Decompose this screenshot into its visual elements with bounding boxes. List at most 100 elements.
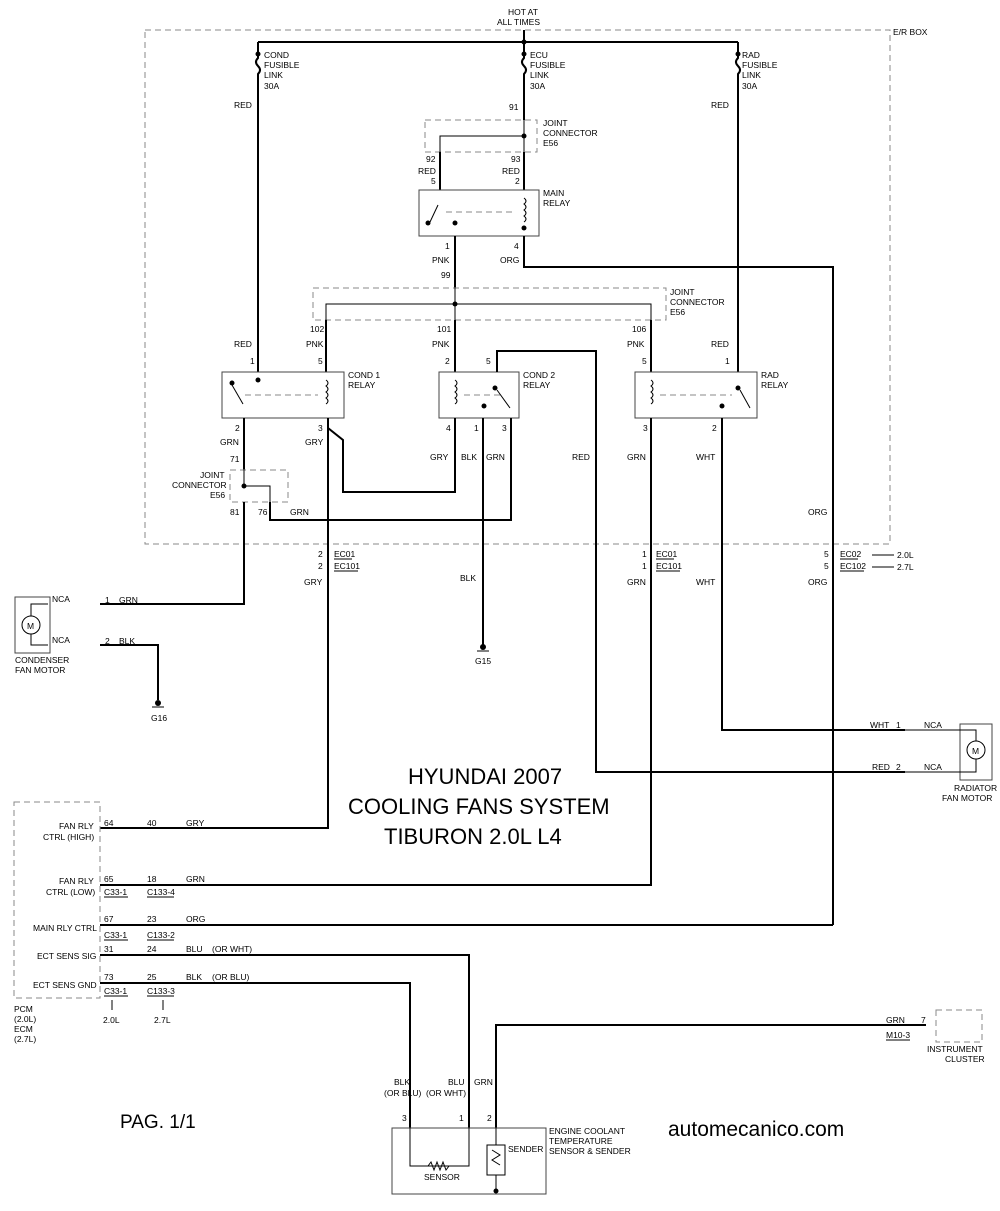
- wire-label: WHT: [696, 577, 715, 587]
- wire-label: 2: [712, 423, 717, 433]
- rad-relay-label: RAD RELAY: [761, 370, 789, 390]
- wire-label: 3: [643, 423, 648, 433]
- wire-grn-pcm-low: [100, 418, 652, 886]
- svg-text:PCM: PCM: [14, 1004, 33, 1014]
- svg-text:C133-3: C133-3: [147, 986, 175, 996]
- pcm-pin-low: FAN RLY CTRL (LOW) 65 18 GRN C33-1 C133-…: [46, 874, 205, 898]
- wire-label: ORG: [500, 255, 519, 265]
- svg-text:FUSIBLE: FUSIBLE: [530, 60, 566, 70]
- svg-text:40: 40: [147, 818, 157, 828]
- wire-gry-pcm: [100, 428, 329, 829]
- main-relay-contact-1: [425, 220, 431, 226]
- main-relay-box: [418, 189, 540, 237]
- ground-g15: [480, 644, 486, 650]
- svg-text:CTRL (HIGH): CTRL (HIGH): [43, 832, 94, 842]
- instrument-cluster-box: [935, 1009, 983, 1043]
- svg-text:CONNECTOR: CONNECTOR: [543, 128, 598, 138]
- joint-low-label: JOINT CONNECTOR E56: [172, 470, 227, 500]
- condenser-motor-label: CONDENSER FAN MOTOR: [15, 655, 69, 675]
- wire-label: 7: [921, 1015, 926, 1025]
- wire-org-main: [523, 236, 834, 740]
- instrument-cluster-label: INSTRUMENT CLUSTER: [927, 1044, 985, 1064]
- svg-text:COOLING FANS SYSTEM: COOLING FANS SYSTEM: [348, 794, 610, 819]
- svg-text:ECT SENS GND: ECT SENS GND: [33, 980, 97, 990]
- svg-text:LINK: LINK: [742, 70, 761, 80]
- wire-label: 4: [446, 423, 451, 433]
- cond2-contact-b: [481, 403, 487, 409]
- wire-label: 5: [486, 356, 491, 366]
- svg-text:30A: 30A: [742, 81, 757, 91]
- wire-label: 76: [258, 507, 268, 517]
- svg-text:ECM: ECM: [14, 1024, 33, 1034]
- conn-ec02: EC02 EC102 2.0L 2.7L: [840, 549, 914, 572]
- svg-text:30A: 30A: [530, 81, 545, 91]
- cond2-contact-a: [492, 385, 498, 391]
- wire-gry-cond: [327, 418, 456, 493]
- svg-text:25: 25: [147, 972, 157, 982]
- wire-label: GRY: [304, 577, 323, 587]
- wire-label: GRN: [627, 452, 646, 462]
- wire-label: WHT: [870, 720, 889, 730]
- wire-label: (OR WHT): [426, 1088, 466, 1098]
- ground-g16-label: G16: [151, 713, 167, 723]
- wire-label: 1: [896, 720, 901, 730]
- svg-text:RELAY: RELAY: [543, 198, 571, 208]
- power-label-2: ALL TIMES: [497, 17, 540, 27]
- joint-mid-bus: [325, 303, 652, 320]
- wire-label: GRN: [627, 577, 646, 587]
- svg-text:JOINT: JOINT: [200, 470, 225, 480]
- cond1-relay-label: COND 1 RELAY: [348, 370, 380, 390]
- wire-label: 1: [250, 356, 255, 366]
- wire-label: 71: [230, 454, 240, 464]
- svg-text:M10-3: M10-3: [886, 1030, 910, 1040]
- svg-text:EC01: EC01: [656, 549, 678, 559]
- wire-label: PNK: [432, 255, 450, 265]
- ect-sender-label: SENDER: [508, 1144, 543, 1154]
- er-box-outline: [144, 29, 891, 545]
- condenser-motor-lead-1: [30, 603, 48, 616]
- wire-label: 2: [515, 176, 520, 186]
- wire-label: 81: [230, 507, 240, 517]
- wire-label: RED: [234, 100, 252, 110]
- wire-label: 1: [474, 423, 479, 433]
- wire-label: GRN: [886, 1015, 905, 1025]
- wire-label: 3: [318, 423, 323, 433]
- cond2-relay-label: COND 2 RELAY: [523, 370, 555, 390]
- wire-label: RED: [418, 166, 436, 176]
- svg-text:FAN MOTOR: FAN MOTOR: [942, 793, 992, 803]
- wire-grn-cluster: [495, 1024, 926, 1128]
- fuse-cond-label: COND FUSIBLE LINK 30A: [264, 50, 300, 91]
- wire-label: BLK: [119, 636, 135, 646]
- wire-label: 99: [441, 270, 451, 280]
- svg-text:FUSIBLE: FUSIBLE: [264, 60, 300, 70]
- pcm-pin-ect-gnd: ECT SENS GND 73 25 BLK (OR BLU) C33-1 C1…: [33, 972, 249, 1025]
- svg-text:CONNECTOR: CONNECTOR: [670, 297, 725, 307]
- wire-label: 2: [235, 423, 240, 433]
- wire-label: 101: [437, 324, 451, 334]
- wire-blk-g16: [100, 644, 159, 700]
- svg-text:FAN MOTOR: FAN MOTOR: [15, 665, 65, 675]
- ect-sensor-element: [409, 1128, 470, 1167]
- wire-label: ORG: [808, 577, 827, 587]
- wire-label: 5: [824, 561, 829, 571]
- svg-text:31: 31: [104, 944, 114, 954]
- svg-text:RAD: RAD: [761, 370, 779, 380]
- svg-text:HYUNDAI 2007: HYUNDAI 2007: [408, 764, 562, 789]
- ect-label: ENGINE COOLANT TEMPERATURE SENSOR & SEND…: [549, 1126, 631, 1156]
- wire-label: GRY: [430, 452, 449, 462]
- svg-text:C33-1: C33-1: [104, 930, 127, 940]
- wire-label: RED: [502, 166, 520, 176]
- svg-text:RELAY: RELAY: [523, 380, 551, 390]
- wire-label: 5: [318, 356, 323, 366]
- wire-label: 1: [105, 595, 110, 605]
- svg-text:C33-1: C33-1: [104, 986, 127, 996]
- wire-label: 92: [426, 154, 436, 164]
- joint-top-node: [521, 133, 527, 139]
- main-relay-label: MAIN RELAY: [543, 188, 571, 208]
- svg-text:C33-1: C33-1: [104, 887, 127, 897]
- wire-label: 91: [509, 102, 519, 112]
- wire-label: BLU: [448, 1077, 465, 1087]
- svg-text:FAN RLY: FAN RLY: [59, 821, 94, 831]
- wire-grn-76: [269, 418, 512, 521]
